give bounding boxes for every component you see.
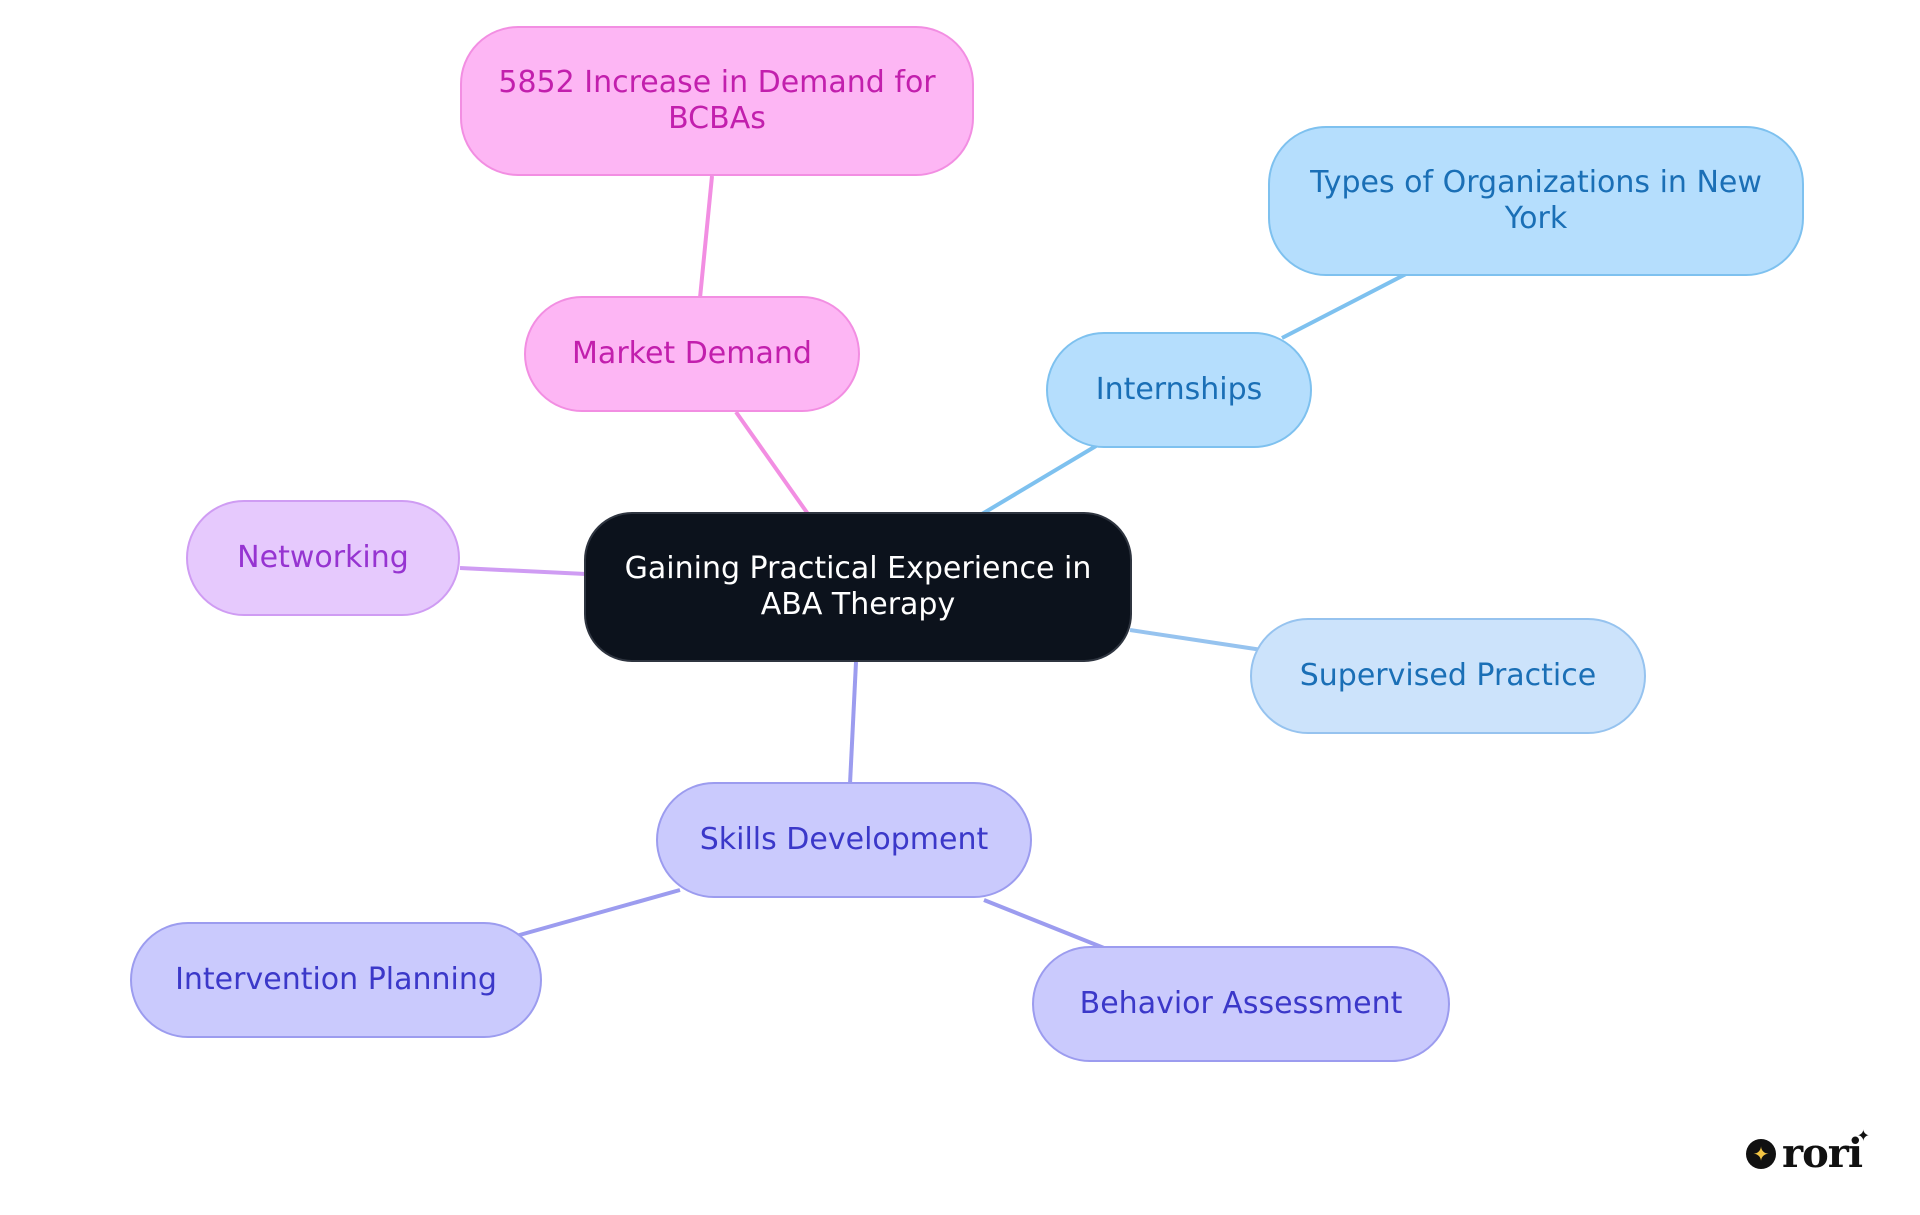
edge-skills-behavior xyxy=(983,898,1105,950)
node-market-demand[interactable]: Market Demand xyxy=(524,296,860,412)
node-behavior-assessment-label: Behavior Assessment xyxy=(1079,986,1403,1021)
star-icon: ✦ xyxy=(1746,1139,1776,1169)
node-supervised-practice-label: Supervised Practice xyxy=(1299,658,1597,693)
node-internships[interactable]: Internships xyxy=(1046,332,1312,448)
edge-internships-organizations xyxy=(1281,272,1407,340)
sparkle-icon: ✦ xyxy=(1856,1126,1871,1145)
edge-root-internships xyxy=(980,444,1098,516)
brand-logo-text: rori xyxy=(1782,1130,1863,1177)
node-internships-label: Internships xyxy=(1095,372,1263,407)
edge-root-supervised xyxy=(1129,628,1263,652)
root-node[interactable]: Gaining Practical Experience in ABA Ther… xyxy=(584,512,1132,662)
node-networking-label: Networking xyxy=(237,540,409,575)
node-intervention-planning[interactable]: Intervention Planning xyxy=(130,922,542,1038)
node-market-demand-label: Market Demand xyxy=(572,336,812,371)
root-node-label: Gaining Practical Experience in ABA Ther… xyxy=(624,551,1092,622)
node-skills-development-label: Skills Development xyxy=(699,822,989,857)
node-supervised-practice[interactable]: Supervised Practice xyxy=(1250,618,1646,734)
node-networking[interactable]: Networking xyxy=(186,500,460,616)
node-skills-development[interactable]: Skills Development xyxy=(656,782,1032,898)
edge-root-skills xyxy=(848,661,858,785)
node-bcba-demand-label: 5852 Increase in Demand for BCBAs xyxy=(498,65,936,136)
node-intervention-planning-label: Intervention Planning xyxy=(175,962,497,997)
node-behavior-assessment[interactable]: Behavior Assessment xyxy=(1032,946,1450,1062)
brand-logo: ✦ rori ✦ xyxy=(1746,1126,1870,1177)
edge-root-market-demand xyxy=(734,410,810,516)
node-bcba-demand[interactable]: 5852 Increase in Demand for BCBAs xyxy=(460,26,974,176)
edge-root-networking xyxy=(459,566,587,576)
edge-market-demand-bcba xyxy=(698,175,714,299)
node-organizations[interactable]: Types of Organizations in New York xyxy=(1268,126,1804,276)
node-organizations-label: Types of Organizations in New York xyxy=(1310,165,1762,236)
edge-skills-intervention xyxy=(515,888,681,938)
